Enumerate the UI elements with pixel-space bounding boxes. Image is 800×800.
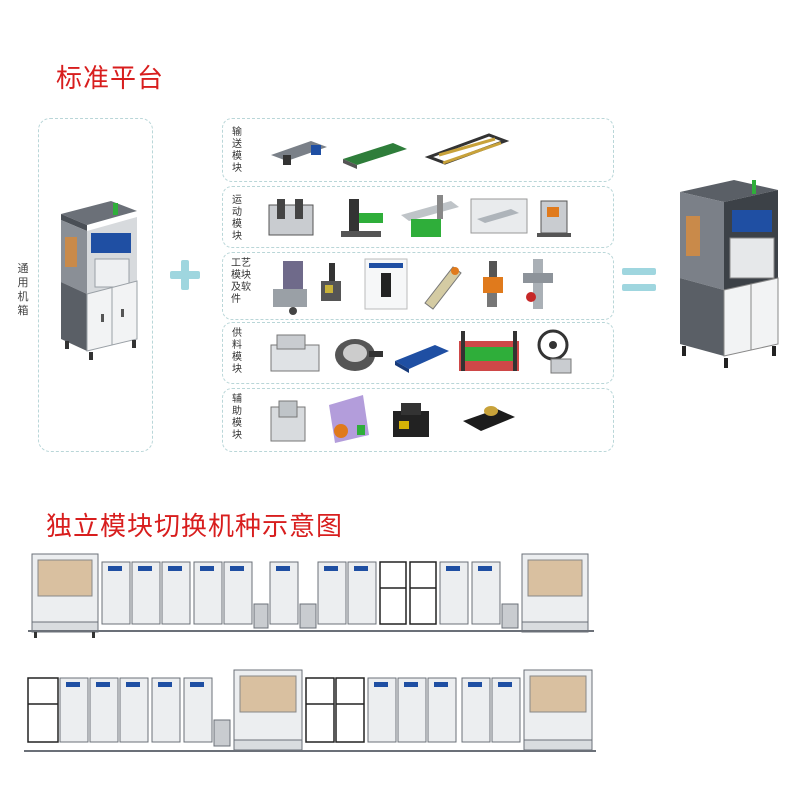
feeding-module-row: 供料模块: [222, 322, 614, 384]
plus-icon: [170, 260, 200, 290]
motion-module-images: [268, 195, 571, 237]
general-cabinet-illustration: [61, 201, 138, 360]
feeding-module-images: [270, 329, 572, 374]
line2-large-cell-right: [523, 669, 593, 751]
platform-title: 标准平台: [56, 64, 165, 94]
line2-large-cell-middle: [233, 669, 303, 751]
general-cabinet-label: 通用机箱: [17, 262, 29, 317]
production-line-1-illustration: [28, 553, 594, 638]
auxiliary-module-row: 辅助模块: [222, 388, 614, 452]
process-module-images: [273, 258, 553, 315]
motion-module-row: 运动模块: [222, 186, 614, 248]
motion-module-label: 运动模块: [232, 195, 242, 242]
conveyor-module-label: 输送模块: [232, 127, 242, 174]
general-cabinet-panel: [38, 118, 153, 452]
production-line-2-illustration: [24, 669, 596, 752]
line1-large-cell-left: [31, 553, 99, 638]
feeding-module-label: 供料模块: [232, 328, 242, 375]
process-module-label: 工艺模块及软件: [231, 258, 251, 305]
conveyor-module-images: [271, 133, 510, 169]
conveyor-module-row: 输送模块: [222, 118, 614, 182]
line1-large-cell-right: [521, 553, 589, 633]
assembled-machine-illustration: [680, 180, 779, 368]
switching-title: 独立模块切换机种示意图: [46, 512, 344, 542]
process-module-row: 工艺模块及软件: [222, 252, 614, 320]
equals-icon: [622, 268, 656, 292]
auxiliary-module-images: [270, 395, 515, 443]
auxiliary-module-label: 辅助模块: [232, 394, 242, 441]
